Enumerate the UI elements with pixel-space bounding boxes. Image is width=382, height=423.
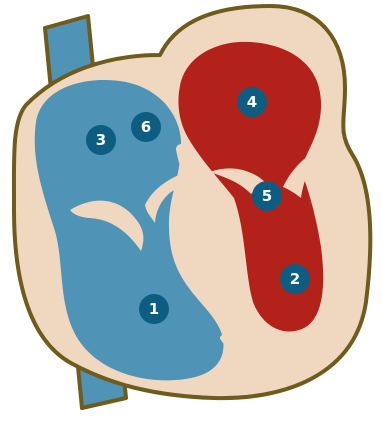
marker-4: 4 xyxy=(237,87,267,117)
marker-label: 4 xyxy=(247,93,257,111)
marker-label: 2 xyxy=(290,270,300,288)
marker-label: 6 xyxy=(141,118,151,136)
marker-5: 5 xyxy=(252,181,282,211)
marker-3: 3 xyxy=(86,125,116,155)
marker-1: 1 xyxy=(139,294,169,324)
marker-2: 2 xyxy=(280,264,310,294)
marker-label: 5 xyxy=(262,187,272,205)
marker-label: 1 xyxy=(149,300,159,318)
marker-6: 6 xyxy=(131,112,161,142)
marker-label: 3 xyxy=(96,131,106,149)
